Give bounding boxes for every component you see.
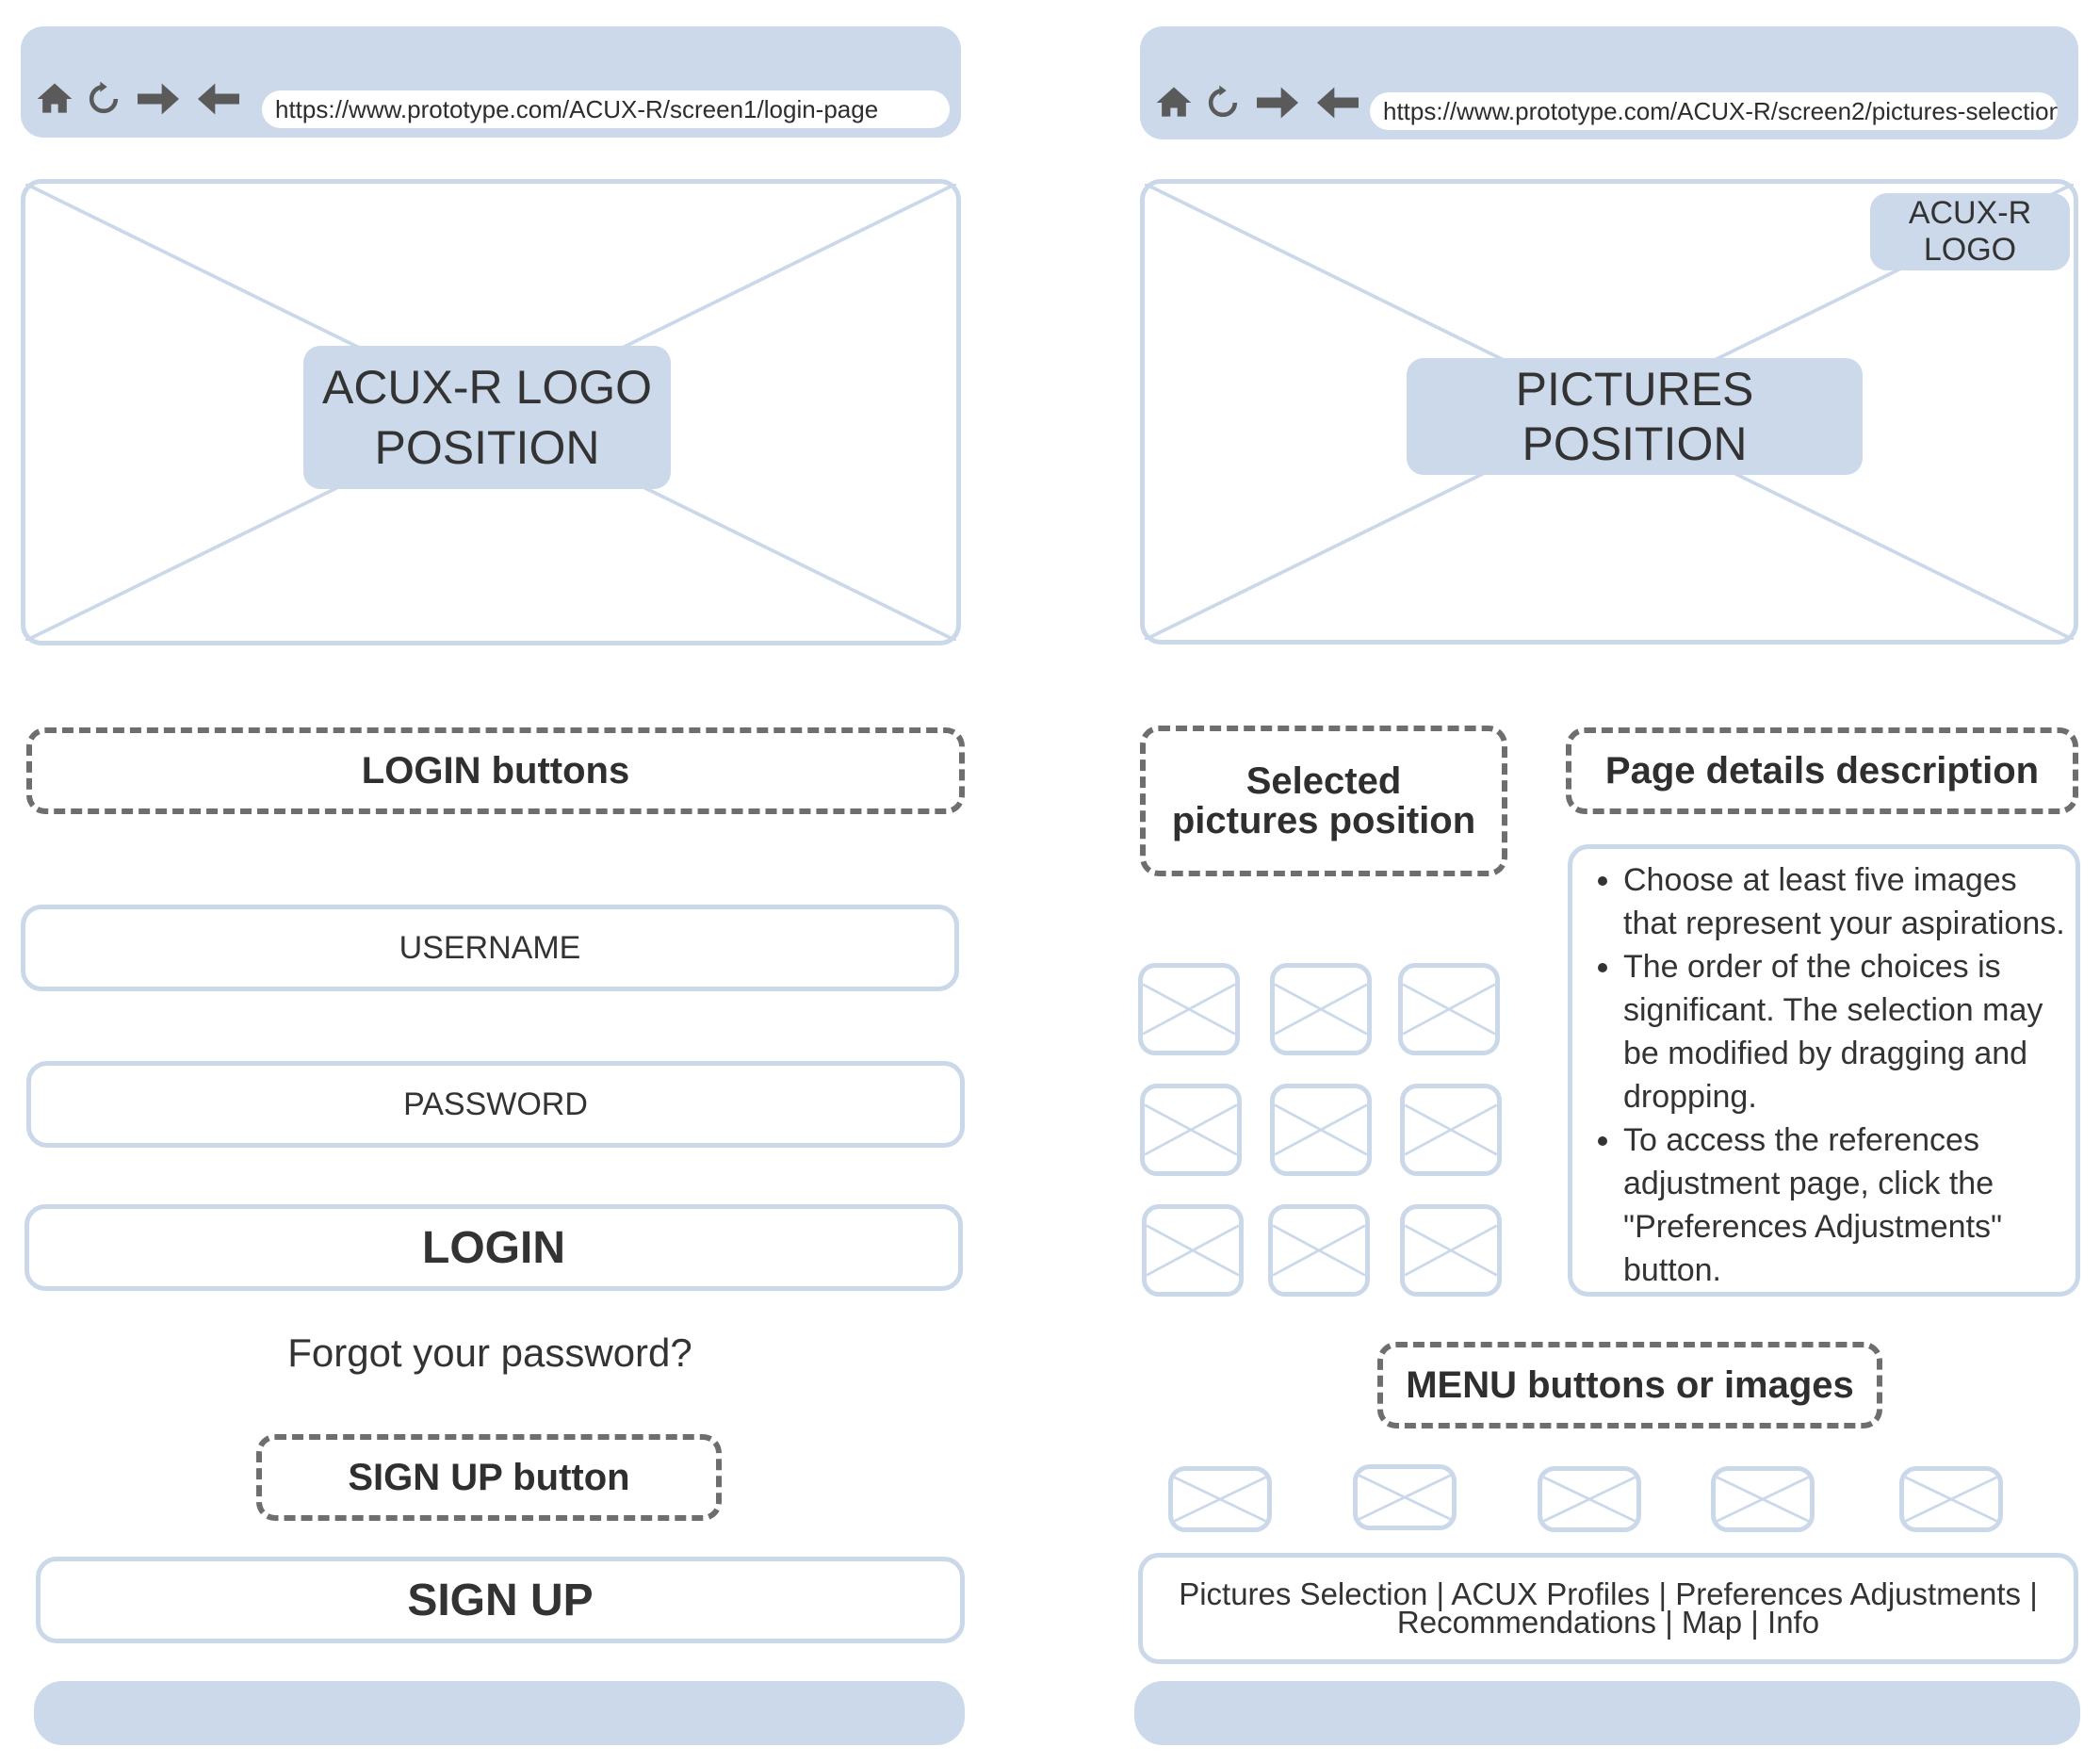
menu-text-line[interactable]: Pictures Selection | ACUX Profiles | Pre… bbox=[1179, 1576, 2038, 1611]
nav-icons bbox=[1153, 81, 1364, 128]
login-buttons-annotation: LOGIN buttons bbox=[26, 727, 965, 814]
menu-image-button[interactable] bbox=[1168, 1466, 1272, 1532]
address-bar[interactable]: https://www.prototype.com/ACUX-R/screen2… bbox=[1370, 92, 2058, 130]
forgot-password-link[interactable]: Forgot your password? bbox=[287, 1330, 692, 1375]
image-placeholder-icon bbox=[1904, 1476, 1998, 1523]
page-details-annotation: Page details description bbox=[1566, 727, 2078, 814]
selected-picture-slot[interactable] bbox=[1400, 1204, 1502, 1297]
image-placeholder-icon bbox=[1405, 1103, 1497, 1156]
menu-image-button[interactable] bbox=[1538, 1466, 1641, 1532]
image-placeholder-icon bbox=[1403, 983, 1495, 1036]
forward-arrow-icon[interactable] bbox=[1251, 82, 1304, 128]
footer-bar-screen1 bbox=[34, 1681, 965, 1745]
back-arrow-icon[interactable] bbox=[192, 78, 245, 124]
username-field[interactable]: USERNAME bbox=[21, 905, 959, 991]
logo-image-placeholder: ACUX-R LOGO POSITION bbox=[21, 179, 961, 645]
browser-bar-screen1: https://www.prototype.com/ACUX-R/screen1… bbox=[21, 26, 961, 138]
page-details-box: Choose at least five images that represe… bbox=[1568, 844, 2080, 1297]
image-placeholder-icon bbox=[1143, 983, 1235, 1036]
login-button[interactable]: LOGIN bbox=[24, 1204, 963, 1291]
image-placeholder-icon bbox=[1716, 1476, 1810, 1523]
menu-image-button[interactable] bbox=[1353, 1464, 1457, 1530]
selected-picture-slot[interactable] bbox=[1398, 963, 1500, 1055]
refresh-icon[interactable] bbox=[83, 78, 124, 124]
footer-bar-screen2 bbox=[1134, 1681, 2080, 1745]
menu-buttons-annotation: MENU buttons or images bbox=[1377, 1342, 1882, 1428]
image-placeholder-icon bbox=[1173, 1476, 1267, 1523]
selected-picture-slot[interactable] bbox=[1268, 1204, 1370, 1297]
selected-picture-slot[interactable] bbox=[1270, 963, 1372, 1055]
home-icon[interactable] bbox=[34, 78, 75, 124]
signup-button-annotation: SIGN UP button bbox=[256, 1434, 722, 1521]
home-icon[interactable] bbox=[1153, 82, 1195, 128]
image-placeholder-icon bbox=[1275, 983, 1367, 1036]
nav-icons bbox=[34, 77, 245, 124]
forward-arrow-icon[interactable] bbox=[132, 78, 185, 124]
logo-position-label: ACUX-R LOGO bbox=[1870, 193, 2070, 270]
signup-button[interactable]: SIGN UP bbox=[36, 1557, 965, 1643]
address-bar[interactable]: https://www.prototype.com/ACUX-R/screen1… bbox=[262, 90, 950, 128]
selected-pictures-annotation: Selected pictures position bbox=[1140, 726, 1507, 876]
list-item: To access the references adjustment page… bbox=[1623, 1118, 2066, 1292]
menu-image-button[interactable] bbox=[1711, 1466, 1815, 1532]
selected-picture-slot[interactable] bbox=[1270, 1084, 1372, 1176]
pictures-image-placeholder: PICTURES POSITION ACUX-R LOGO bbox=[1140, 179, 2078, 645]
image-placeholder-icon bbox=[1542, 1476, 1636, 1523]
selected-picture-slot[interactable] bbox=[1400, 1084, 1502, 1176]
back-arrow-icon[interactable] bbox=[1311, 82, 1364, 128]
refresh-icon[interactable] bbox=[1202, 82, 1244, 128]
image-placeholder-icon bbox=[1147, 1224, 1239, 1277]
selected-picture-slot[interactable] bbox=[1142, 1204, 1244, 1297]
list-item: Choose at least five images that represe… bbox=[1623, 858, 2066, 945]
menu-image-button[interactable] bbox=[1899, 1466, 2003, 1532]
password-field[interactable]: PASSWORD bbox=[26, 1061, 965, 1148]
image-placeholder-icon bbox=[1405, 1224, 1497, 1277]
selected-picture-slot[interactable] bbox=[1140, 1084, 1242, 1176]
image-placeholder-icon bbox=[1145, 1103, 1237, 1156]
pictures-position-label: PICTURES POSITION bbox=[1407, 358, 1863, 475]
image-placeholder-icon bbox=[1273, 1224, 1365, 1277]
logo-position-label: ACUX-R LOGO POSITION bbox=[303, 346, 671, 489]
image-placeholder-icon bbox=[1275, 1103, 1367, 1156]
list-item: The order of the choices is significant.… bbox=[1623, 945, 2066, 1118]
image-placeholder-icon bbox=[1358, 1474, 1452, 1521]
text-menu[interactable]: Pictures Selection | ACUX Profiles | Pre… bbox=[1138, 1553, 2078, 1664]
selected-picture-slot[interactable] bbox=[1138, 963, 1240, 1055]
page-details-list: Choose at least five images that represe… bbox=[1572, 858, 2066, 1292]
browser-bar-screen2: https://www.prototype.com/ACUX-R/screen2… bbox=[1140, 26, 2078, 139]
menu-text-line[interactable]: Recommendations | Map | Info bbox=[1396, 1605, 1820, 1640]
